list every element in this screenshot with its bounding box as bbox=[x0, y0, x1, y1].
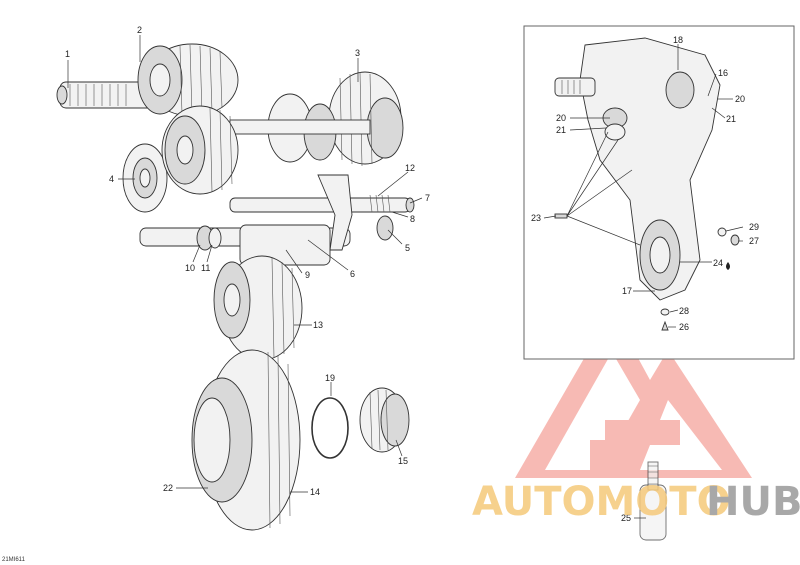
callout-9: 9 bbox=[305, 270, 310, 280]
callout-13: 13 bbox=[313, 320, 323, 330]
inset-panel bbox=[523, 25, 795, 360]
shift-shaft-assembly bbox=[139, 174, 415, 266]
main-gear-assembly bbox=[56, 43, 415, 531]
leader-lines bbox=[67, 35, 744, 519]
callout-17: 17 bbox=[622, 286, 632, 296]
callout-27: 27 bbox=[749, 236, 759, 246]
callout-20-right: 20 bbox=[735, 94, 745, 104]
callouts: 1 2 3 4 5 6 7 8 9 10 11 12 13 14 15 16 1… bbox=[65, 25, 759, 523]
part-25 bbox=[639, 461, 667, 541]
watermark-text-right: HUB bbox=[706, 479, 800, 525]
callout-7: 7 bbox=[425, 193, 430, 203]
cage-15 bbox=[359, 387, 410, 453]
watermark-logo bbox=[515, 310, 752, 478]
gear-13 bbox=[213, 255, 303, 361]
callout-16: 16 bbox=[718, 68, 728, 78]
gear-14 bbox=[191, 349, 301, 531]
callout-22: 22 bbox=[163, 483, 173, 493]
callout-18: 18 bbox=[673, 35, 683, 45]
callout-12: 12 bbox=[405, 163, 415, 173]
callout-1: 1 bbox=[65, 49, 70, 59]
callout-24: 24 bbox=[713, 258, 723, 268]
transfer-case-housing bbox=[554, 37, 721, 301]
ring-19 bbox=[311, 397, 349, 459]
diagram-code: 21MI611 bbox=[2, 557, 26, 563]
callout-2: 2 bbox=[137, 25, 142, 35]
watermark-text: AUTOMOTO HUB bbox=[472, 479, 800, 525]
callout-23: 23 bbox=[531, 213, 541, 223]
callout-26: 26 bbox=[679, 322, 689, 332]
gear-cluster-middle bbox=[229, 93, 371, 163]
gear-3 bbox=[328, 71, 404, 167]
callout-4: 4 bbox=[109, 174, 114, 184]
callout-28: 28 bbox=[679, 306, 689, 316]
callout-15: 15 bbox=[398, 456, 408, 466]
inset-fasteners bbox=[554, 213, 740, 331]
callout-19: 19 bbox=[325, 373, 335, 383]
callout-29: 29 bbox=[749, 222, 759, 232]
callout-14: 14 bbox=[310, 487, 320, 497]
callout-6: 6 bbox=[350, 269, 355, 279]
callout-10: 10 bbox=[185, 263, 195, 273]
fluid-drop-icon bbox=[726, 262, 730, 270]
gear-upper-left bbox=[161, 105, 239, 195]
gear-2 bbox=[137, 43, 239, 117]
callout-3: 3 bbox=[355, 48, 360, 58]
callout-21-right: 21 bbox=[726, 114, 736, 124]
callout-5: 5 bbox=[405, 243, 410, 253]
callout-25: 25 bbox=[621, 513, 631, 523]
watermark-text-left: AUTOMOTO bbox=[472, 479, 731, 525]
bearing-4 bbox=[122, 143, 168, 213]
callout-20-left: 20 bbox=[556, 113, 566, 123]
callout-11: 11 bbox=[201, 263, 210, 273]
callout-8: 8 bbox=[410, 214, 415, 224]
callout-21-left: 21 bbox=[556, 125, 566, 135]
